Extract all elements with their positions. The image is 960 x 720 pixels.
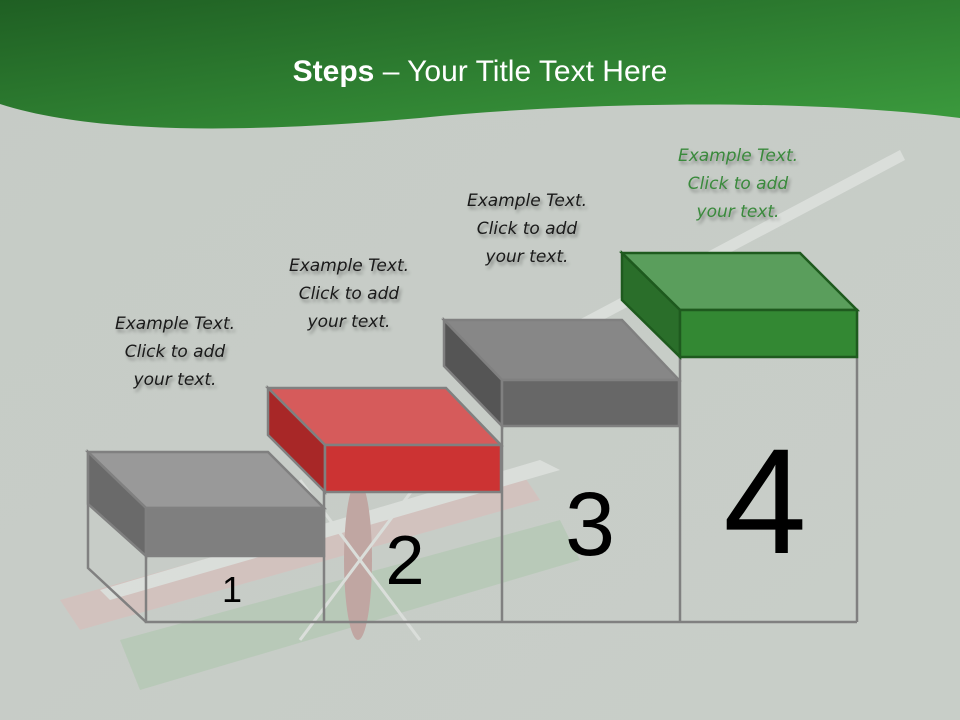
caption-line: your text. — [485, 247, 569, 267]
step-1-box[interactable] — [84, 449, 328, 559]
caption-line: Click to add — [476, 219, 578, 239]
title-rest: – Your Title Text Here — [374, 55, 668, 88]
caption-line: Click to add — [298, 284, 400, 304]
step-1-number: 1 — [221, 569, 243, 610]
step-2-caption[interactable]: Example Text. Click to add your text. — [259, 252, 439, 336]
step-4-box[interactable] — [618, 250, 861, 360]
header-band — [0, 0, 960, 129]
step-4-caption[interactable]: Example Text. Click to add your text. — [648, 142, 828, 226]
caption-line: Click to add — [124, 342, 226, 362]
caption-line: Example Text. — [677, 146, 799, 166]
slide-title[interactable]: Steps – Your Title Text Here — [0, 55, 960, 89]
caption-line: your text. — [696, 202, 780, 222]
step-1-caption[interactable]: Example Text. Click to add your text. — [85, 310, 265, 394]
caption-line: Example Text. — [288, 256, 410, 276]
step-3-box[interactable] — [441, 316, 682, 430]
caption-line: Example Text. — [466, 191, 588, 211]
caption-line: your text. — [307, 312, 391, 332]
title-bold: Steps — [292, 55, 375, 88]
step-3-caption[interactable]: Example Text. Click to add your text. — [437, 187, 617, 271]
caption-line: Click to add — [687, 174, 789, 194]
caption-line: Example Text. — [114, 314, 236, 334]
caption-line: your text. — [133, 370, 217, 390]
step-4-number: 4 — [723, 417, 807, 585]
step-2-box[interactable] — [264, 384, 504, 496]
step-2-number: 2 — [385, 521, 425, 599]
step-3-number: 3 — [564, 475, 616, 575]
